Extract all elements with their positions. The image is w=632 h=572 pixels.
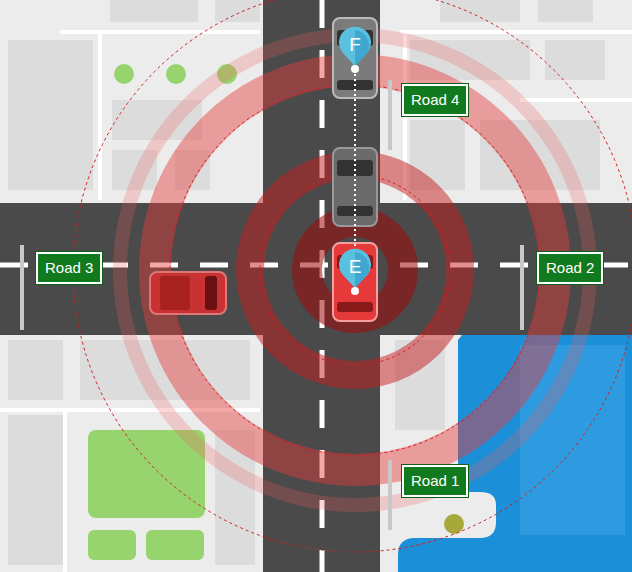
road-sign: Road 3 [36,252,102,284]
location-pin: E [335,248,375,296]
road-name: Road 1 [411,472,459,489]
dotted-link [354,74,356,248]
road-sign: Road 4 [402,84,468,116]
road-sign: Road 2 [537,252,603,284]
road-name: Road 3 [45,259,93,276]
pin-letter: E [335,248,375,282]
pin-letter: F [335,26,375,60]
road-name: Road 4 [411,91,459,108]
road-name: Road 2 [546,259,594,276]
location-pin: F [335,26,375,74]
road-sign: Road 1 [402,465,468,497]
